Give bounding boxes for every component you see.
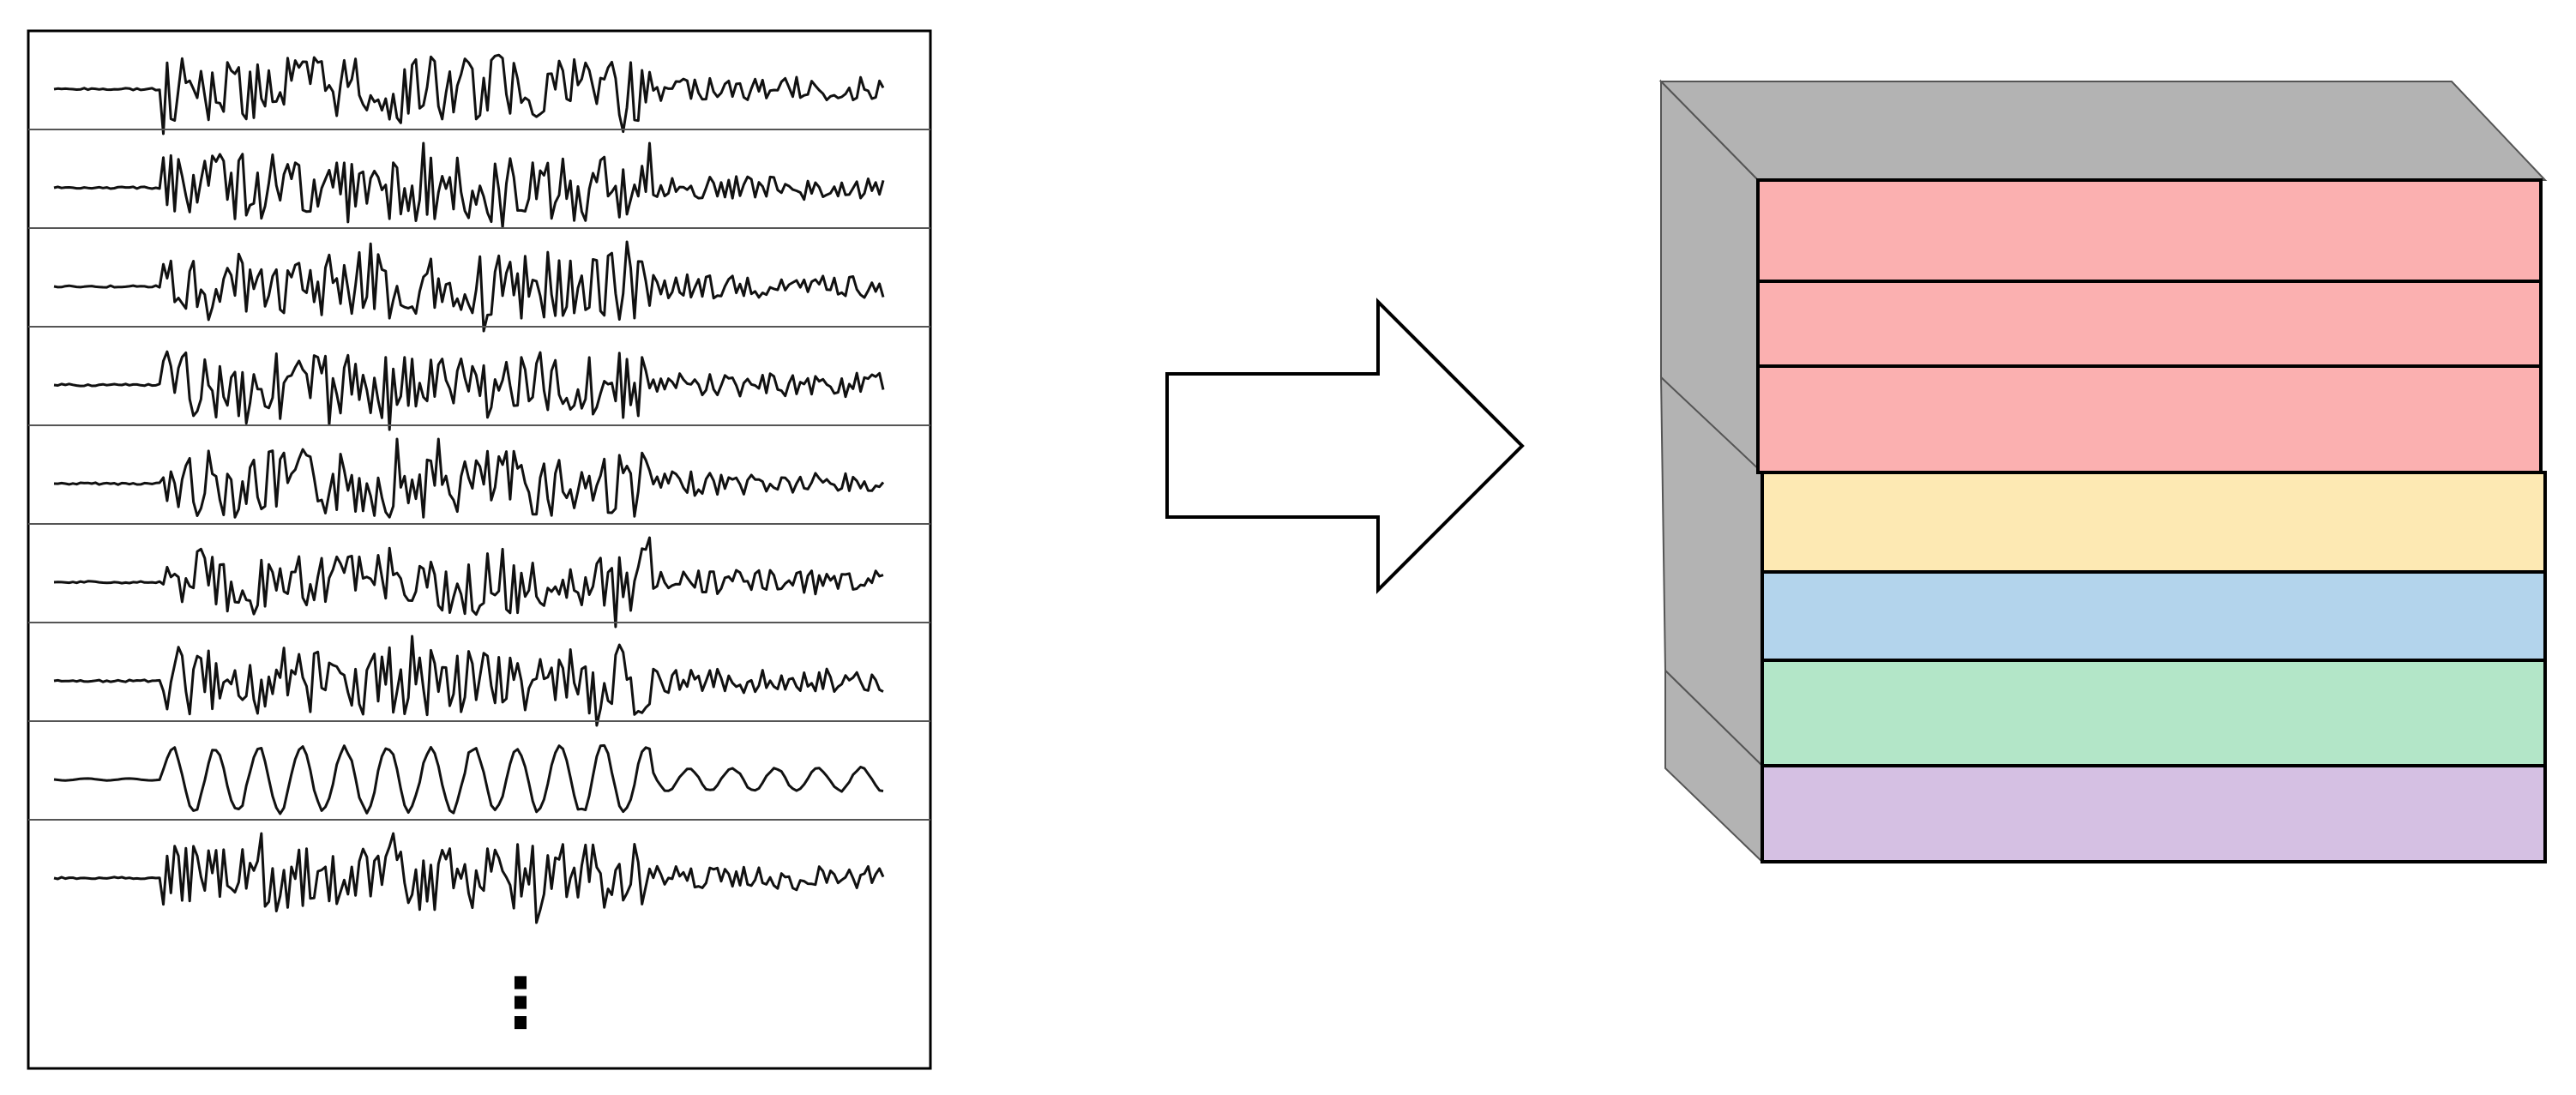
block-layer-blue (1760, 570, 2547, 662)
signal-trace (53, 350, 885, 431)
signal-panel: ⋮ (27, 29, 932, 1070)
signal-trace (53, 437, 885, 519)
block-layer-yellow (1760, 471, 2547, 574)
continuation-ellipsis: ⋮ (486, 963, 555, 1043)
signal-trace (53, 743, 884, 815)
block-layers (1756, 178, 2547, 863)
block-layer-green (1760, 659, 2547, 767)
signal-trace (53, 141, 885, 229)
block-layer-red-1 (1756, 178, 2543, 283)
signal-panel-frame (27, 29, 932, 1070)
block-layer-purple (1760, 764, 2547, 863)
signal-trace (53, 536, 884, 629)
signal-trace (53, 832, 885, 924)
signal-trace-rows (28, 53, 930, 924)
layered-block (1658, 79, 2548, 864)
transform-arrow (1165, 298, 1525, 594)
signal-trace (53, 635, 884, 727)
signal-trace (53, 53, 885, 135)
signal-trace (53, 240, 885, 333)
block-layer-red-2 (1756, 280, 2543, 368)
block-layer-red-3 (1756, 364, 2543, 474)
block-top-face (1658, 81, 2548, 181)
